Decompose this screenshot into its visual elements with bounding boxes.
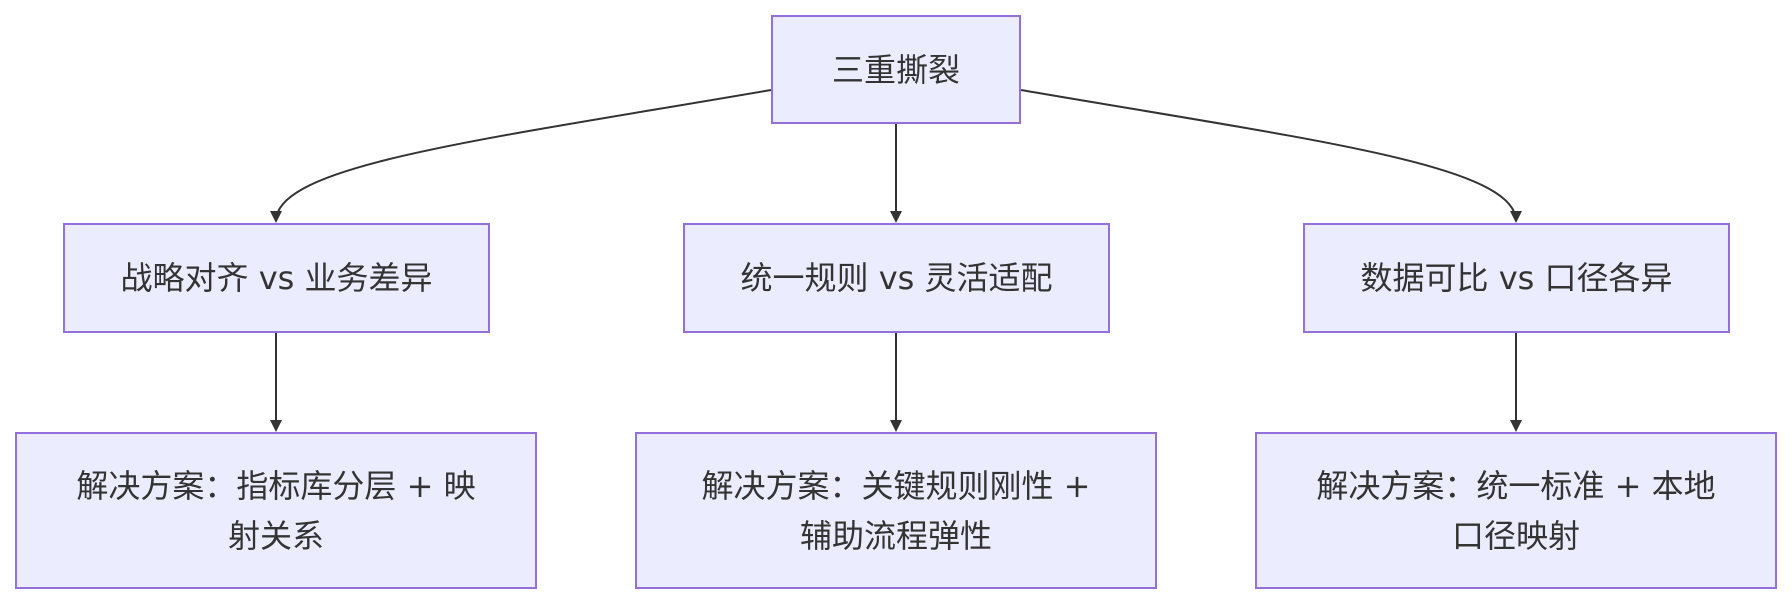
root-node-label: 三重撕裂 [831,50,960,89]
solution-node-label: 解决方案：指标库分层 + 映射关系 [76,466,476,555]
solution-node-rules: 解决方案：关键规则刚性 + 辅助流程弹性 [635,432,1157,589]
solution-node-strategy: 解决方案：指标库分层 + 映射关系 [15,432,537,589]
tension-node-label: 统一规则 vs 灵活适配 [740,259,1053,297]
root-node: 三重撕裂 [771,15,1021,124]
solution-node-label: 解决方案：统一标准 + 本地口径映射 [1316,466,1716,555]
edge-root-to-tension-1 [270,89,772,223]
solution-node-label: 解决方案：关键规则刚性 + 辅助流程弹性 [701,466,1091,555]
tension-node-strategy: 战略对齐 vs 业务差异 [63,223,490,333]
tension-node-rules: 统一规则 vs 灵活适配 [683,223,1110,333]
edge-root-to-tension-3 [1020,89,1522,223]
tension-node-data: 数据可比 vs 口径各异 [1303,223,1730,333]
solution-node-data: 解决方案：统一标准 + 本地口径映射 [1255,432,1777,589]
tension-node-label: 战略对齐 vs 业务差异 [120,259,433,297]
tension-node-label: 数据可比 vs 口径各异 [1360,259,1673,297]
